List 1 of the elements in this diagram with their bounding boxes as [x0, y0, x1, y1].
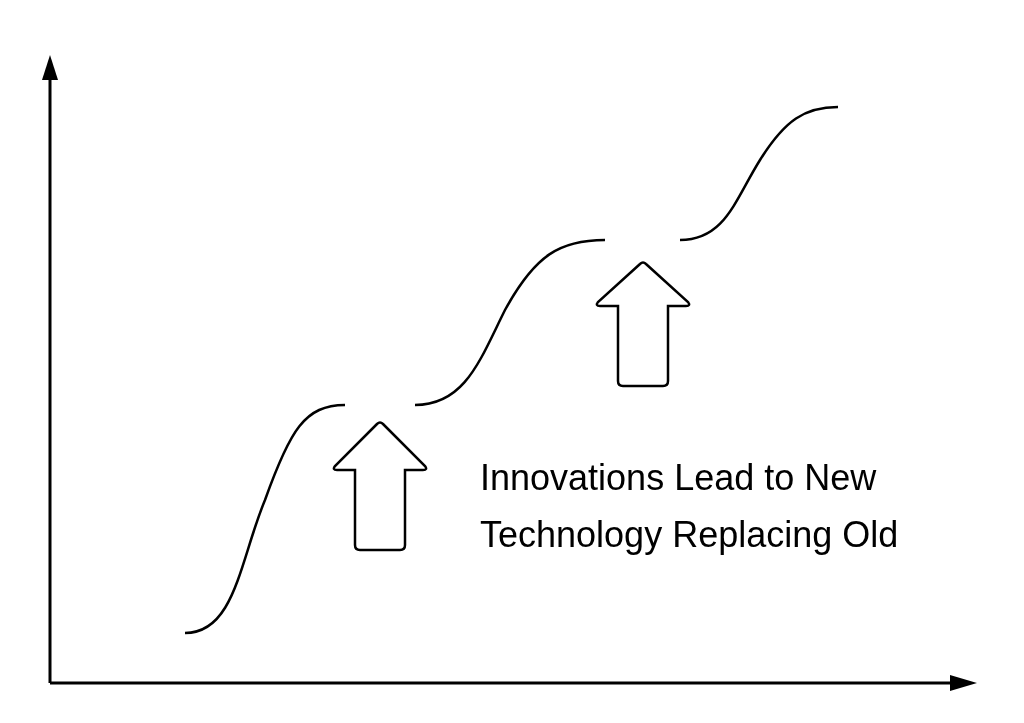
annotation-text: Innovations Lead to New Technology Replacing Old — [480, 456, 900, 557]
